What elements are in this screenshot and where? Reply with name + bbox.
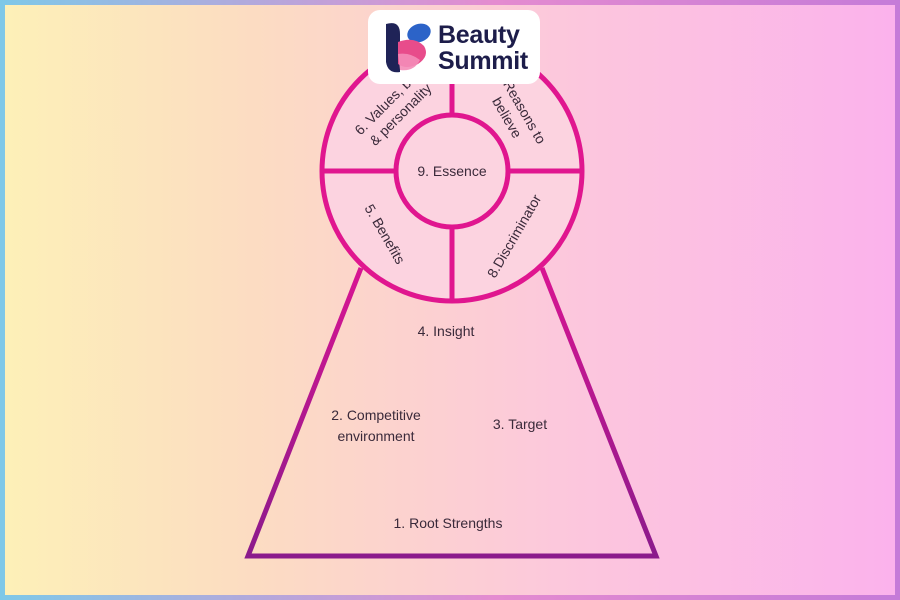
diagram-background: 9. Essence 6. Values, beli & personality… (5, 5, 895, 595)
essence-wheel (319, 38, 585, 304)
beauty-summit-logo-icon (386, 23, 431, 73)
competitive-label-line-1: 2. Competitive (331, 407, 421, 423)
essence-label: 9. Essence (417, 163, 486, 179)
target-label: 3. Target (493, 416, 547, 432)
brand-name-line-1: Beauty (438, 21, 520, 49)
competitive-label-line-2: environment (337, 428, 414, 444)
root-strengths-label: 1. Root Strengths (394, 515, 503, 531)
brand-essence-wheel-diagram: 9. Essence 6. Values, beli & personality… (244, 38, 660, 559)
brand-logo: Beauty Summit (368, 10, 540, 84)
brand-name-line-2: Summit (438, 47, 528, 75)
pyramid (244, 267, 660, 559)
pyramid-outline (244, 267, 660, 559)
insight-label: 4. Insight (418, 323, 475, 339)
